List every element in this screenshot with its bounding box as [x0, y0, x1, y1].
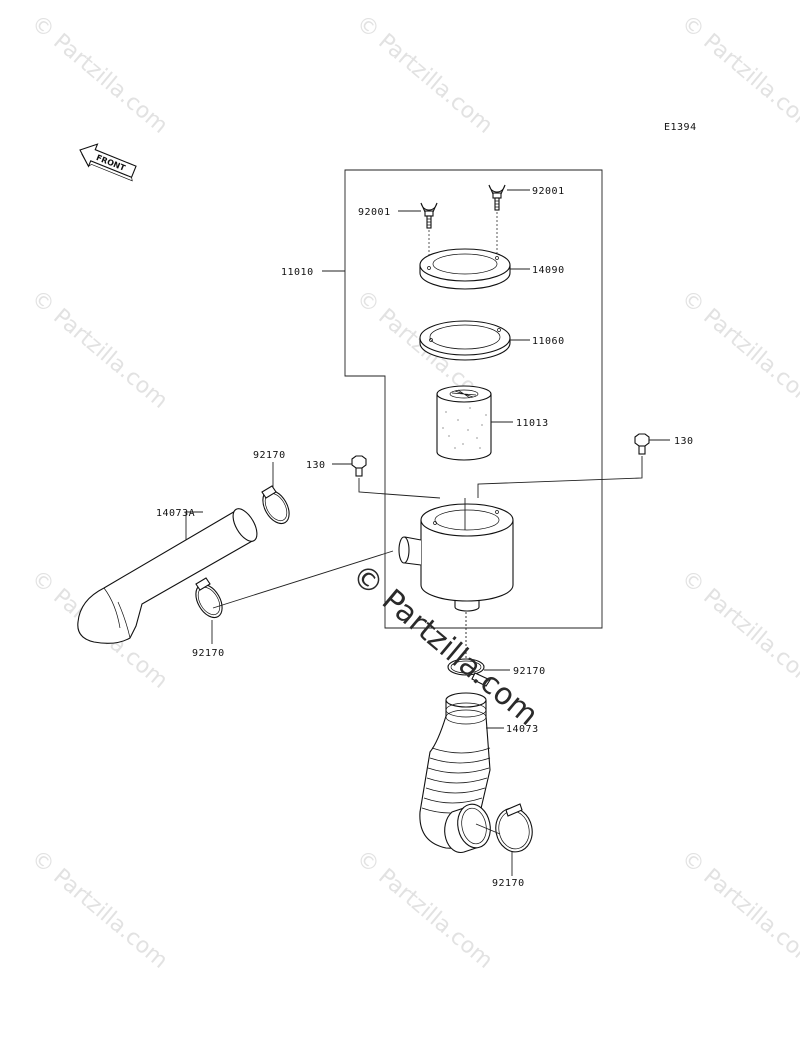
hose-clamp-bottom — [495, 803, 533, 853]
callout-92001-left: 92001 — [358, 207, 391, 218]
wing-bolt-left — [420, 202, 438, 266]
watermark: © Partzilla.com — [676, 10, 800, 138]
callout-92170-bottom: 92170 — [492, 878, 525, 889]
watermark: © Partzilla.com — [26, 285, 172, 413]
watermark-grid: © Partzilla.com © Partzilla.com © Partzi… — [26, 10, 800, 973]
watermark: © Partzilla.com — [26, 845, 172, 973]
callout-130-left: 130 — [306, 460, 326, 471]
assembly-bracket-11010 — [322, 169, 603, 629]
front-arrow-icon: FRONT — [79, 143, 137, 182]
bellows-hose — [419, 692, 491, 854]
callout-11013: 11013 — [516, 418, 549, 429]
callout-14090: 14090 — [532, 265, 565, 276]
callout-130-right: 130 — [674, 436, 694, 447]
wing-bolt-right — [488, 184, 506, 253]
air-cleaner-housing — [398, 503, 514, 612]
watermark: © Partzilla.com — [351, 845, 497, 973]
callout-11060: 11060 — [532, 336, 565, 347]
callout-14073: 14073 — [506, 724, 539, 735]
callout-11010: 11010 — [281, 267, 314, 278]
bolt-left — [351, 455, 367, 477]
watermark: © Partzilla.com — [676, 285, 800, 413]
watermark: © Partzilla.com — [26, 10, 172, 138]
hose-clamp-lower-left — [195, 577, 223, 619]
watermark: © Partzilla.com — [351, 10, 497, 138]
gasket — [419, 320, 511, 361]
watermark: © Partzilla.com — [676, 565, 800, 693]
filter-element — [436, 385, 492, 461]
watermark: © Partzilla.com — [676, 845, 800, 973]
callout-92001-right: 92001 — [532, 186, 565, 197]
callout-92170-lower-left: 92170 — [192, 648, 225, 659]
intake-duct — [77, 508, 258, 644]
cover-plate — [419, 248, 511, 290]
hose-clamp-upper — [261, 485, 290, 525]
diagram-code: E1394 — [664, 122, 697, 133]
callout-14073A: 14073A — [156, 508, 195, 519]
bolt-right — [634, 433, 650, 455]
callout-92170-middle: 92170 — [513, 666, 546, 677]
hose-clamp-middle — [447, 658, 491, 687]
callout-92170-upper: 92170 — [253, 450, 286, 461]
